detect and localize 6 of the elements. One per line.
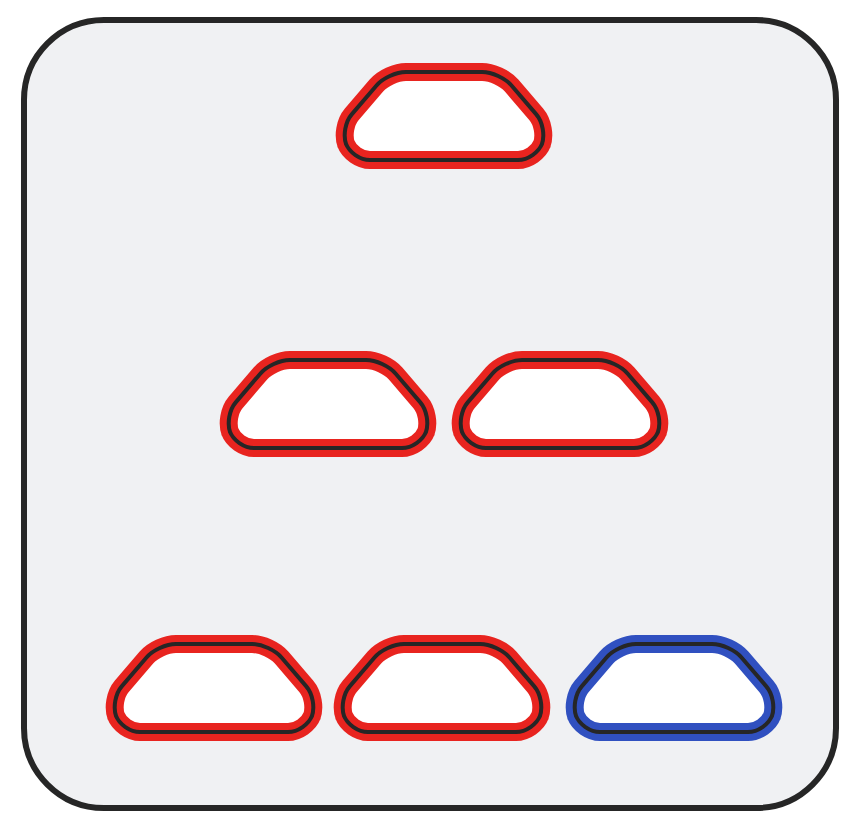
- trapezoid-shape: [105, 635, 323, 741]
- trapezoid-shape: [333, 635, 551, 741]
- trapezoid-shape: [451, 351, 669, 457]
- trapezoid-shape: [565, 635, 783, 741]
- trapezoid-shape: [335, 63, 553, 169]
- trapezoid-shape: [219, 351, 437, 457]
